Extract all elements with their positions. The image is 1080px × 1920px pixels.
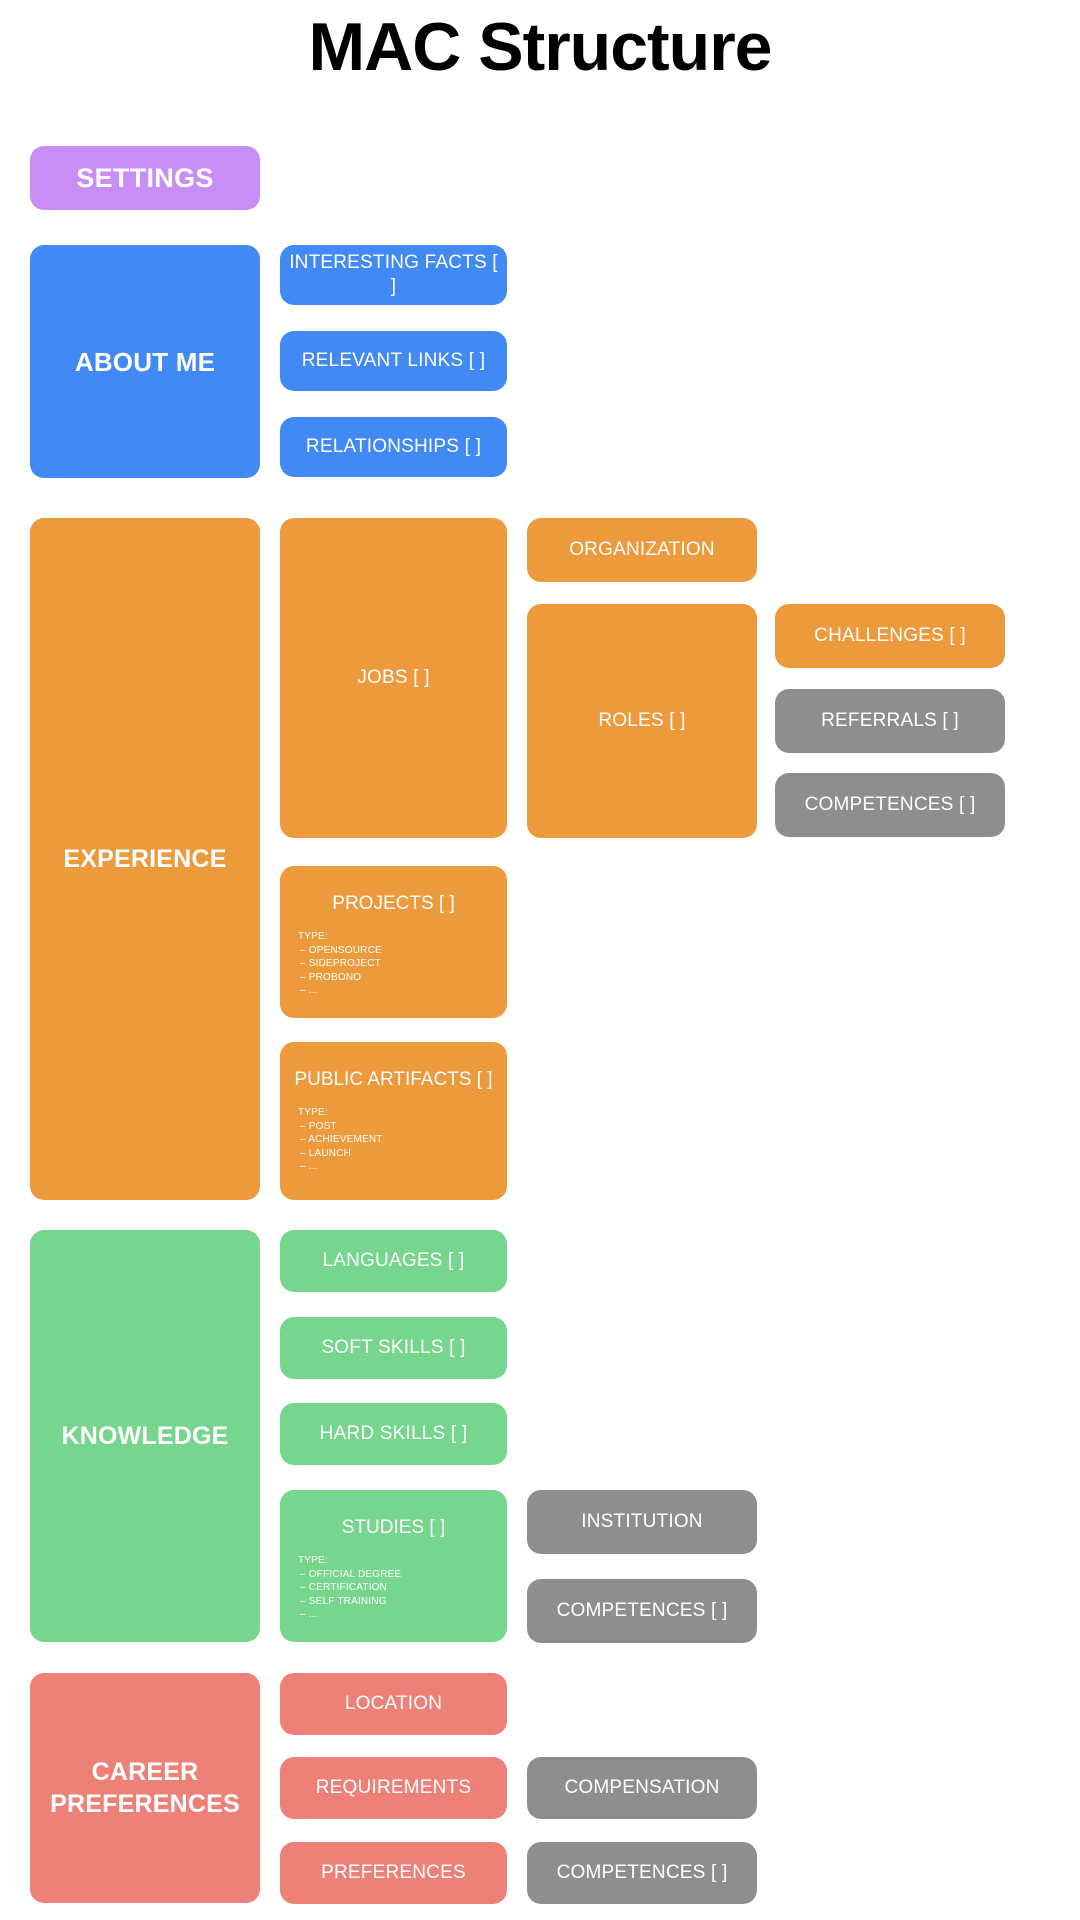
public-artifacts-type-heading: TYPE: (298, 1107, 328, 1118)
public-artifacts-label: PUBLIC ARTIFACTS [ ] (294, 1069, 493, 1090)
jobs-label: JOBS [ ] (357, 667, 430, 688)
knowledge-competences[interactable]: COMPETENCES [ ] (527, 1579, 757, 1643)
interesting-facts-label: INTERESTING FACTS [ ] (289, 252, 498, 297)
about-me-relationships[interactable]: RELATIONSHIPS [ ] (280, 417, 507, 477)
about-me-interesting-facts[interactable]: INTERESTING FACTS [ ] (280, 245, 507, 305)
public-artifacts-type-item: – ... (300, 1161, 318, 1172)
knowledge-competences-label: COMPETENCES [ ] (556, 1600, 728, 1621)
settings-block[interactable]: SETTINGS (30, 146, 260, 210)
settings-label: SETTINGS (76, 163, 214, 193)
experience-label: EXPERIENCE (63, 845, 227, 873)
career-compensation[interactable]: COMPENSATION (527, 1757, 757, 1819)
page-title: MAC Structure (308, 9, 772, 85)
experience-projects[interactable]: PROJECTS [ ] TYPE: – OPENSOURCE – SIDEPR… (280, 866, 507, 1018)
experience-block[interactable]: EXPERIENCE (30, 518, 260, 1200)
relationships-label: RELATIONSHIPS [ ] (305, 436, 482, 457)
organization-label: ORGANIZATION (569, 539, 715, 560)
projects-type-item: – PROBONO (300, 971, 362, 983)
career-competences-label: COMPETENCES [ ] (556, 1862, 728, 1883)
experience-organization[interactable]: ORGANIZATION (527, 518, 757, 582)
knowledge-block[interactable]: KNOWLEDGE (30, 1230, 260, 1642)
career-preferences-item[interactable]: PREFERENCES (280, 1842, 507, 1904)
projects-type-heading: TYPE: (298, 931, 328, 942)
soft-skills-label: SOFT SKILLS [ ] (321, 1337, 466, 1358)
studies-type-item: – CERTIFICATION (300, 1582, 388, 1593)
roles-label: ROLES [ ] (598, 710, 686, 731)
about-me-block[interactable]: ABOUT ME (30, 245, 260, 478)
knowledge-soft-skills[interactable]: SOFT SKILLS [ ] (280, 1317, 507, 1379)
languages-label: LANGUAGES [ ] (322, 1250, 465, 1271)
career-preferences-block[interactable]: CAREER PREFERENCES (30, 1673, 260, 1903)
projects-type-item: – SIDEPROJECT (300, 958, 381, 969)
studies-type-heading: TYPE: (298, 1555, 328, 1566)
projects-label: PROJECTS [ ] (332, 893, 455, 914)
location-label: LOCATION (344, 1693, 443, 1714)
knowledge-languages[interactable]: LANGUAGES [ ] (280, 1230, 507, 1292)
institution-label: INSTITUTION (581, 1511, 703, 1532)
experience-competences[interactable]: COMPETENCES [ ] (775, 773, 1005, 837)
requirements-label: REQUIREMENTS (315, 1777, 472, 1798)
public-artifacts-type-list: TYPE: – POST – ACHIEVEMENT – LAUNCH – ..… (298, 1106, 507, 1174)
career-preferences-label-line1: CAREER (91, 1758, 199, 1786)
studies-type-item: – OFFICIAL DEGREE (300, 1568, 402, 1580)
studies-type-item: – SELF TRAINING (300, 1595, 387, 1607)
experience-referrals[interactable]: REFERRALS [ ] (775, 689, 1005, 753)
experience-competences-label: COMPETENCES [ ] (804, 794, 976, 815)
relevant-links-label: RELEVANT LINKS [ ] (301, 350, 486, 371)
compensation-label: COMPENSATION (564, 1777, 720, 1798)
knowledge-studies[interactable]: STUDIES [ ] TYPE: – OFFICIAL DEGREE – CE… (280, 1490, 507, 1642)
experience-challenges[interactable]: CHALLENGES [ ] (775, 604, 1005, 668)
projects-type-item: – ... (300, 985, 318, 996)
projects-type-list: TYPE: – OPENSOURCE – SIDEPROJECT – PROBO… (298, 930, 507, 998)
experience-public-artifacts[interactable]: PUBLIC ARTIFACTS [ ] TYPE: – POST – ACHI… (280, 1042, 507, 1200)
about-me-label: ABOUT ME (74, 346, 216, 377)
knowledge-label: KNOWLEDGE (61, 1422, 229, 1450)
experience-jobs[interactable]: JOBS [ ] (280, 518, 507, 838)
preferences-label: PREFERENCES (321, 1862, 466, 1883)
about-me-relevant-links[interactable]: RELEVANT LINKS [ ] (280, 331, 507, 391)
studies-type-item: – ... (300, 1609, 318, 1620)
hard-skills-label: HARD SKILLS [ ] (319, 1423, 468, 1444)
referrals-label: REFERRALS [ ] (821, 710, 959, 731)
public-artifacts-type-item: – LAUNCH (300, 1147, 352, 1159)
career-competences[interactable]: COMPETENCES [ ] (527, 1842, 757, 1904)
public-artifacts-type-item: – ACHIEVEMENT (300, 1134, 383, 1145)
career-location[interactable]: LOCATION (280, 1673, 507, 1735)
challenges-label: CHALLENGES [ ] (814, 625, 966, 646)
career-requirements[interactable]: REQUIREMENTS (280, 1757, 507, 1819)
studies-type-list: TYPE: – OFFICIAL DEGREE – CERTIFICATION … (298, 1554, 507, 1622)
career-preferences-label-line2: PREFERENCES (50, 1790, 240, 1818)
studies-label: STUDIES [ ] (341, 1517, 446, 1538)
knowledge-institution[interactable]: INSTITUTION (527, 1490, 757, 1554)
experience-roles[interactable]: ROLES [ ] (527, 604, 757, 838)
public-artifacts-type-item: – POST (300, 1120, 337, 1132)
projects-type-item: – OPENSOURCE (300, 944, 382, 956)
knowledge-hard-skills[interactable]: HARD SKILLS [ ] (280, 1403, 507, 1465)
